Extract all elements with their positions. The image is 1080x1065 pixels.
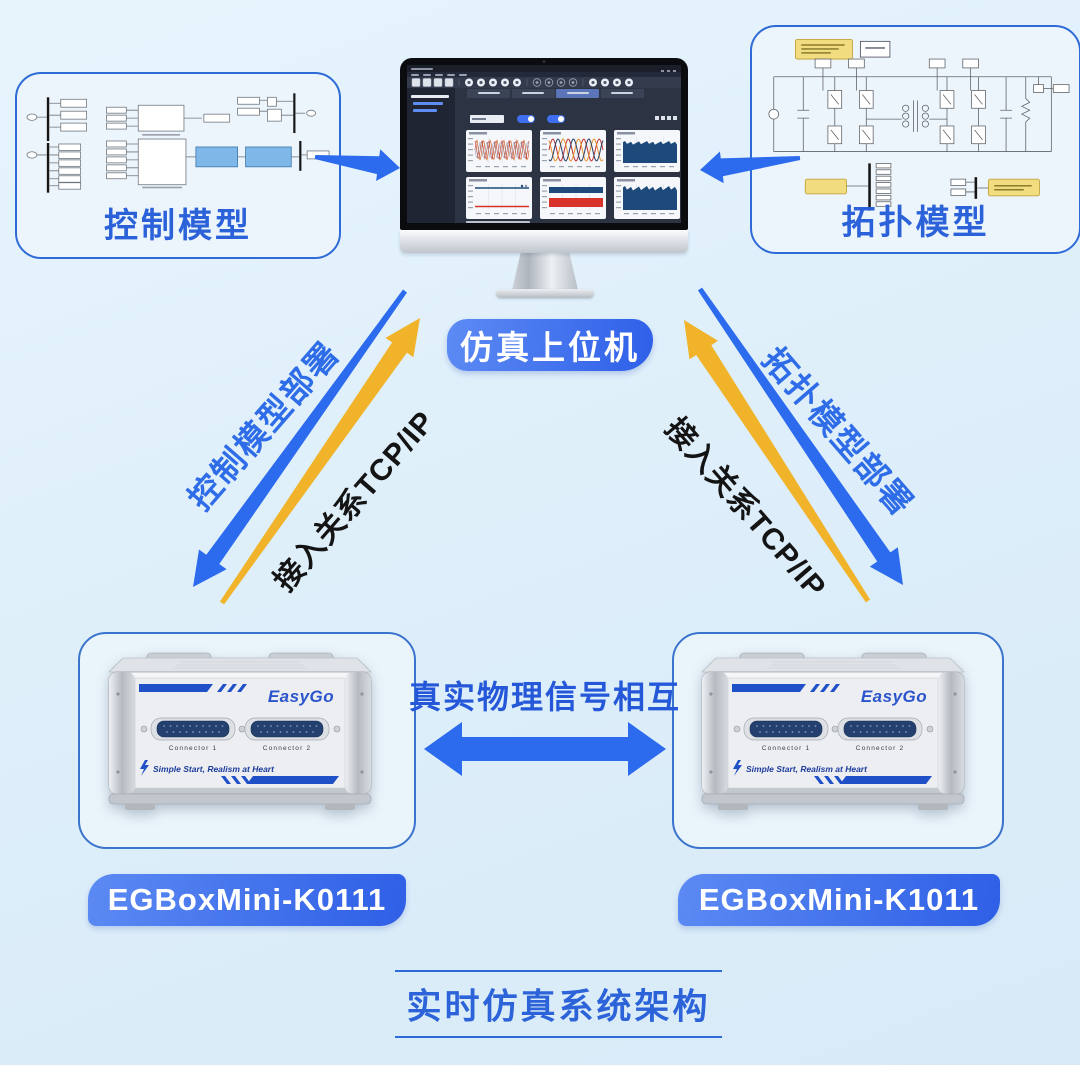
simulink-control-diagram [26,93,330,193]
device-tagline: Simple Start, Realism at Heart [153,764,275,774]
monitor-stand [512,253,578,290]
host-monitor [400,58,688,230]
toggle-switch-1 [517,115,535,123]
connector-1: Connector 1 [733,717,839,752]
control-model-card: 控制模型 [15,72,341,259]
mini-chart-panel [466,130,532,172]
connector-2: Connector 2 [837,717,934,752]
mini-chart-panel [540,177,606,219]
tab-4 [600,88,644,98]
dashboard-area [455,88,681,223]
connector-2-label: Connector 2 [263,745,312,752]
menu-bar [407,72,681,77]
topology-model-label: 拓扑模型 [841,204,990,242]
window-titlebar [407,65,681,73]
monitor-chin [400,230,688,253]
physical-signal-label: 真实物理信号相互 [408,679,682,715]
egbox-device-left: EasyGo Connector 1 [108,652,372,810]
device-chassis: EasyGo Connector 1 [108,652,372,810]
device-tagline: Simple Start, Realism at Heart [746,764,868,774]
topology-model-card: 拓扑模型 [750,25,1080,254]
tcp-link-label-right: 接入关系TCP/IP [658,411,833,605]
toggle-switch-2 [547,115,565,123]
topology-circuit-diagram [768,38,1070,211]
project-tree-sidebar [407,88,455,223]
connector-2-label: Connector 2 [856,745,905,752]
simulation-software-window [407,65,681,223]
connector-1: Connector 1 [140,717,246,752]
monitor-stand-base [496,289,594,298]
connector-1-label: Connector 1 [169,745,218,752]
caption-text: 实时仿真系统架构 [406,987,711,1027]
mini-chart-panel [614,130,680,172]
lightning-icon [733,760,742,776]
topology-deploy-label: 拓扑模型部署 [755,340,921,524]
device-chassis: EasyGo Connector 1 [701,652,965,810]
parameter-input [470,115,504,123]
connector-1-label: Connector 1 [762,745,811,752]
caption-rule-top [395,970,722,972]
window-title-text [411,67,433,70]
lightning-icon [140,760,149,776]
diagram-caption: 实时仿真系统架构 [395,970,722,1038]
device-name-right: EGBoxMini-K1011 [678,874,1000,926]
host-computer-badge: 仿真上位机 [447,319,653,371]
mini-chart-panel [540,130,606,172]
control-deploy-label: 控制模型部署 [181,334,347,518]
status-bar [466,221,530,223]
device-name-left: EGBoxMini-K0111 [88,874,406,926]
caption-rule-bottom [395,1036,722,1038]
easygo-logo: EasyGo [268,687,334,706]
mini-chart-panel [466,177,532,219]
mini-chart-panel [614,177,680,219]
egbox-device-right: EasyGo Connector 1 [701,652,965,810]
toolbar-icons [407,77,681,88]
tab-1 [467,88,510,98]
webcam-icon [542,60,546,63]
connector-2: Connector 2 [244,717,341,752]
control-model-label: 控制模型 [104,207,252,245]
easygo-logo: EasyGo [861,687,927,706]
tab-2 [511,88,555,98]
tab-3-active [556,88,599,98]
